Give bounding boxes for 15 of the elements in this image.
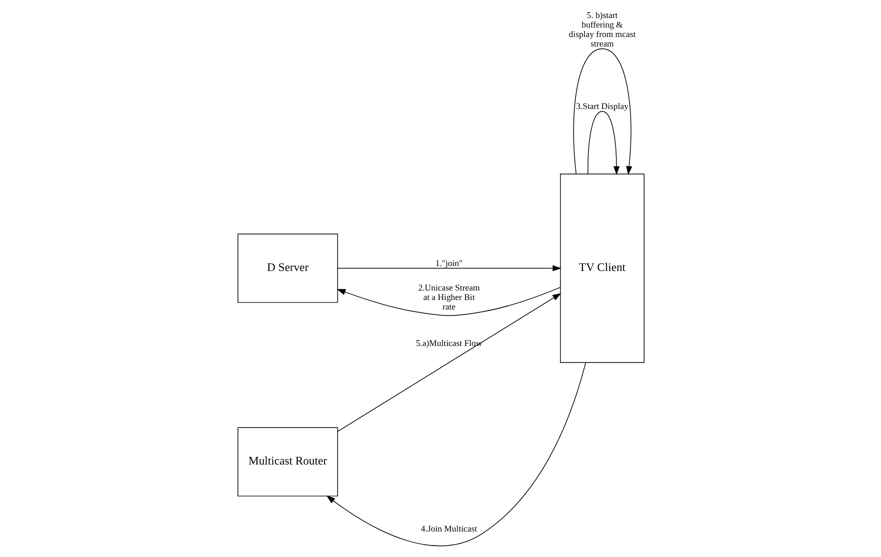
edge-label: 5. b)start buffering & display from mcast stream [568, 10, 636, 48]
edge-label: 1."join" [434, 258, 462, 268]
node-box: D Server [237, 234, 338, 303]
arrow [587, 111, 620, 175]
edge-label: 5.a)Multicast Flow [415, 338, 482, 348]
edge-label: 3.Start Display [576, 100, 628, 111]
arrow [336, 287, 560, 316]
arrow [572, 48, 632, 175]
node-box: TV Client [560, 174, 644, 363]
arrow [336, 293, 561, 432]
arrow [326, 362, 586, 546]
node-box: Multicast Router [237, 427, 338, 496]
arrow [336, 265, 561, 272]
edge-label: 2.Unicase Stream at a Higher Bit rate [418, 282, 480, 312]
edge-label: 4.Join Multicast [420, 523, 477, 534]
